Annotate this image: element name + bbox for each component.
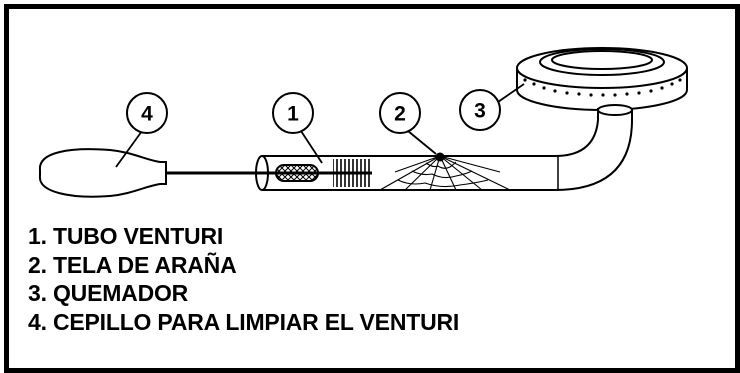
burner bbox=[516, 47, 688, 111]
callout-leaders bbox=[115, 83, 525, 168]
brush-handle bbox=[38, 148, 167, 198]
cleaning-brush bbox=[166, 159, 372, 187]
brush-mesh bbox=[275, 164, 319, 182]
spider-web bbox=[379, 152, 511, 191]
callout-number-4: 4 bbox=[141, 103, 153, 126]
legend-item-burner: 3. QUEMADOR bbox=[28, 280, 189, 306]
callout-number-1: 1 bbox=[287, 103, 299, 126]
callout-circle-1 bbox=[272, 92, 314, 134]
callout-circle-4 bbox=[126, 92, 168, 134]
legend-item-spider-web: 2. TELA DE ARAÑA bbox=[28, 251, 237, 278]
venturi-tube bbox=[255, 104, 633, 191]
burner-ports bbox=[523, 78, 682, 97]
legend-item-venturi-tube: 1. TUBO VENTURI bbox=[28, 223, 224, 249]
callout-number-3: 3 bbox=[474, 100, 486, 123]
legend: 1. TUBO VENTURI 2. TELA DE ARAÑA 3. QUEM… bbox=[28, 222, 459, 336]
brush-bristles bbox=[333, 159, 371, 187]
callout-circle-3 bbox=[459, 89, 501, 131]
callout-circle-2 bbox=[379, 92, 421, 134]
legend-item-venturi-brush: 4. CEPILLO PARA LIMPIAR EL VENTURI bbox=[28, 308, 460, 335]
callout-number-2: 2 bbox=[394, 103, 406, 126]
